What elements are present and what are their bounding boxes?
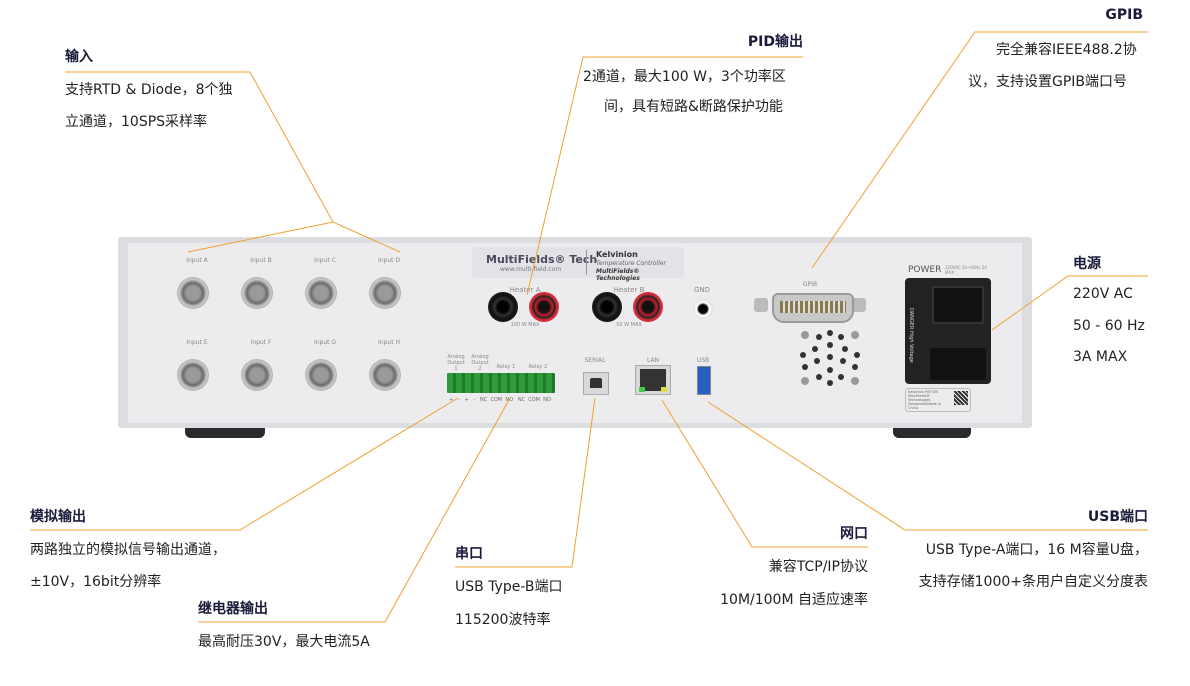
brand-url: www.multi-field.com	[500, 266, 562, 273]
power-label: POWER	[908, 265, 942, 275]
relay-title: 继电器输出	[198, 601, 268, 617]
gnd-label: GND	[693, 286, 711, 294]
lan-text: 10M/100M 自适应速率	[720, 592, 868, 608]
input-connector	[305, 359, 337, 391]
input-connector	[177, 277, 209, 309]
power-rating: 220VAC 50~60Hz 2A MAX	[945, 265, 988, 275]
company-name: MultiFields® Technologies	[596, 268, 640, 282]
relay2-label: Relay 2	[528, 364, 548, 370]
usb-text: 支持存储1000+条用户自定义分度表	[918, 574, 1148, 590]
pid-text: 间，具有短路&断路保护功能	[604, 99, 783, 115]
logo-plate: MultiFields® Tech www.multi-field.com Ke…	[472, 247, 684, 282]
input-text: 立通道，10SPS采样率	[65, 114, 208, 130]
usb-a-port	[697, 366, 711, 395]
serial-title: 串口	[455, 546, 483, 562]
analog1-label: Analog Output 1	[447, 354, 465, 372]
heater-b-red-jack	[633, 292, 663, 322]
gnd-jack	[693, 299, 713, 319]
lan-label: LAN	[646, 357, 660, 364]
qr-code	[954, 391, 968, 405]
device-foot	[185, 428, 265, 438]
input-label: Input D	[377, 257, 401, 264]
device-foot	[893, 428, 971, 438]
serial-text: 115200波特率	[455, 612, 551, 628]
analog-title: 模拟输出	[30, 509, 86, 525]
heater-a-red-jack	[529, 292, 559, 322]
input-connector	[177, 359, 209, 391]
terminal-labels: + - + - NC COM NO NC COM NO	[449, 397, 551, 403]
input-title: 输入	[65, 49, 93, 65]
relay-text: 最高耐压30V，最大电流5A	[198, 634, 370, 650]
input-text: 支持RTD & Diode，8个独	[65, 82, 233, 98]
heater-a-label: Heater A	[509, 286, 541, 294]
terminal-block	[447, 373, 555, 393]
input-label: Input A	[186, 257, 208, 264]
vent-grille	[800, 330, 860, 386]
analog-text: ±10V，16bit分辨率	[30, 574, 162, 590]
power-text: 220V AC	[1073, 286, 1133, 302]
input-connector	[369, 359, 401, 391]
power-title: 电源	[1073, 256, 1101, 272]
heater-b-label: Heater B	[613, 286, 645, 294]
heater-b-black-jack	[592, 292, 622, 322]
input-label: Input E	[186, 339, 208, 346]
gpib-title: GPIB	[1105, 7, 1143, 23]
power-text: 3A MAX	[1073, 349, 1128, 365]
input-connector	[305, 277, 337, 309]
input-label: Input C	[314, 257, 336, 264]
gpib-label: GPIB	[802, 281, 818, 288]
relay1-label: Relay 1	[496, 364, 516, 370]
input-connector	[241, 359, 273, 391]
heater-b-max: 50 W MAX	[616, 322, 642, 328]
gpib-text: 完全兼容IEEE488.2协	[996, 42, 1137, 58]
lan-title: 网口	[840, 526, 868, 542]
usb-title: USB端口	[1087, 509, 1148, 525]
brand-name: MultiFields® Tech	[486, 253, 598, 266]
power-text: 50 - 60 Hz	[1073, 318, 1145, 334]
gpib-text: 议，支持设置GPIB端口号	[968, 74, 1128, 90]
product-subtitle: Temperature Controller	[596, 260, 666, 267]
usb-b-port	[583, 372, 609, 395]
heater-a-max: 100 W MAX	[510, 322, 540, 328]
ethernet-port	[635, 365, 671, 395]
serial-text: USB Type-B端口	[455, 579, 563, 595]
serial-label: SERIAL	[584, 357, 606, 364]
danger-label: DANGER High Voltage	[908, 308, 914, 363]
input-label: Input F	[250, 339, 272, 346]
input-label: Input H	[378, 339, 400, 346]
analog2-label: Analog Output 2	[471, 354, 489, 372]
pid-text: 2通道，最大100 W，3个功率区	[583, 69, 786, 85]
input-connector	[369, 277, 401, 309]
input-label: Input B	[250, 257, 272, 264]
usb-label: USB	[696, 357, 710, 364]
lan-text: 兼容TCP/IP协议	[768, 559, 868, 575]
product-name: Kelvinion	[596, 250, 638, 259]
input-connector	[241, 277, 273, 309]
input-label: Input G	[313, 339, 337, 346]
heater-a-black-jack	[488, 292, 518, 322]
power-inlet-module: DANGER High Voltage	[905, 278, 991, 384]
analog-text: 两路独立的模拟信号输出通道，	[30, 542, 226, 558]
usb-text: USB Type-A端口，16 M容量U盘，	[925, 542, 1148, 558]
gpib-connector	[772, 293, 854, 323]
pid-title: PID输出	[747, 34, 803, 50]
